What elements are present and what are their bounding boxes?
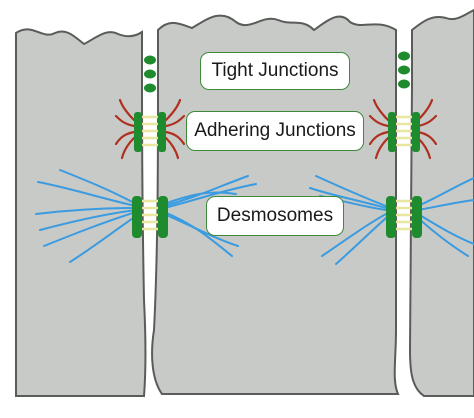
desmosome-right	[386, 196, 422, 238]
adhering-junctions-label: Adhering Junctions	[186, 111, 364, 151]
right-cell	[408, 8, 474, 397]
tight-junctions-right	[398, 51, 410, 89]
adhering-junction-right	[388, 112, 420, 152]
tight-junctions-left	[144, 55, 156, 93]
epithelial-cells	[15, 8, 474, 397]
desmosome-left	[132, 196, 168, 238]
left-cell	[15, 28, 147, 397]
actin-filaments	[114, 98, 438, 160]
adhering-junction-left	[134, 112, 166, 152]
tight-junctions-label: Tight Junctions	[200, 52, 350, 90]
keratin-filaments	[35, 169, 474, 265]
desmosomes-label: Desmosomes	[206, 196, 344, 236]
